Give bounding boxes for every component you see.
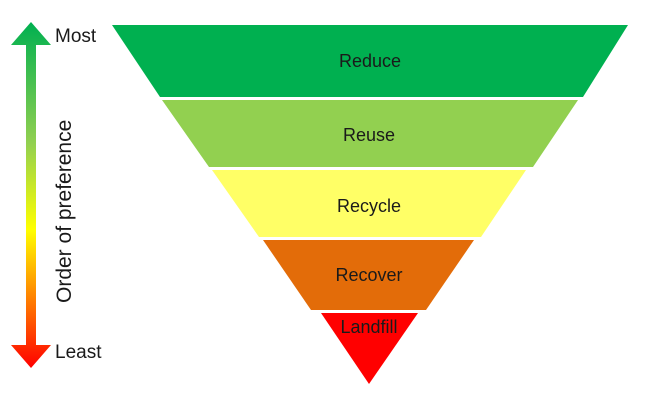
most-label: Most: [55, 26, 97, 47]
tier-recycle: [212, 170, 526, 237]
tier-label-reduce: Reduce: [339, 51, 401, 71]
tier-label-recycle: Recycle: [337, 196, 401, 216]
tier-label-recover: Recover: [335, 265, 402, 285]
tier-landfill: [321, 313, 418, 384]
order-of-preference-label: Order of preference: [53, 119, 76, 303]
least-label: Least: [55, 342, 102, 363]
preference-arrow-icon: [11, 22, 51, 368]
tier-recover: [263, 240, 474, 310]
tier-label-reuse: Reuse: [343, 125, 395, 145]
tier-label-landfill: Landfill: [340, 317, 397, 337]
tier-reuse: [162, 100, 578, 167]
tier-reduce: [112, 25, 628, 97]
